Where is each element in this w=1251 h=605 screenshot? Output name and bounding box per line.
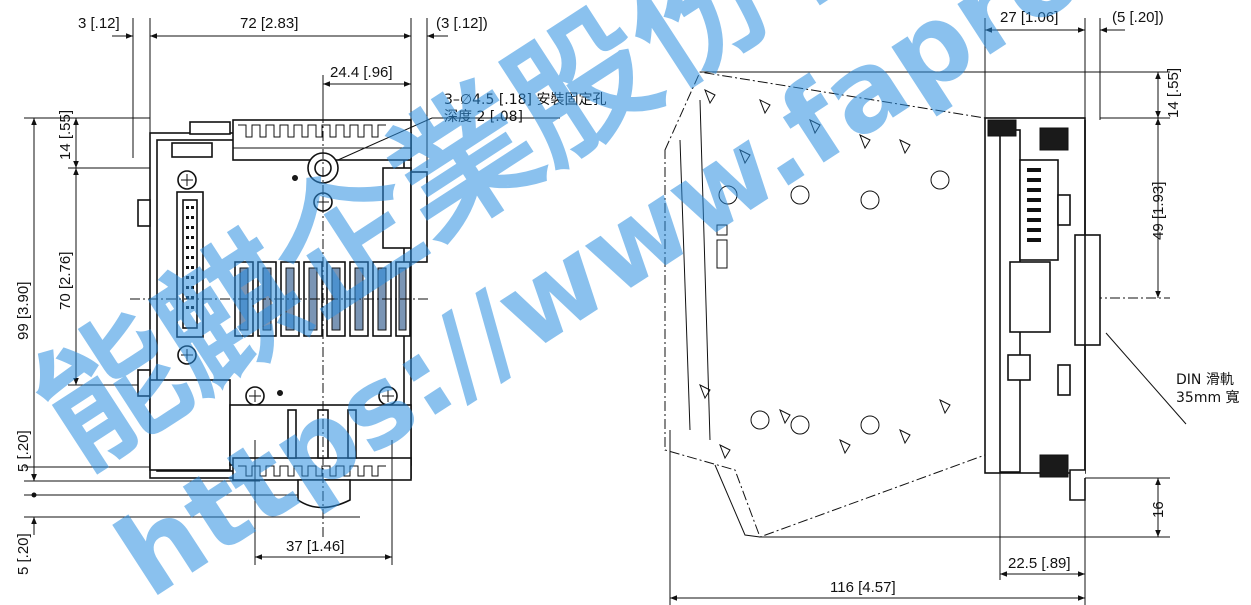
hole-note-line2: 深度 2 [.08] xyxy=(444,109,523,125)
dim-height-total: 99 [3.90] xyxy=(15,282,32,340)
vent-pattern xyxy=(699,88,951,460)
dim-right-margin: (3 [.12]) xyxy=(436,15,488,32)
dim-center-height: 49 [1.93] xyxy=(1150,182,1167,240)
dim-bottom-b: 5 [.20] xyxy=(15,533,32,575)
dim-side-top: 14 [.55] xyxy=(1165,68,1182,118)
dim-bottom-height: 16 xyxy=(1150,501,1167,518)
housing-outline xyxy=(664,71,986,538)
hole-note-line1: 3–∅4.5 [.18] 安裝固定孔 xyxy=(444,92,606,108)
dim-hole-offset: 24.4 [.96] xyxy=(330,64,393,81)
front-view: 3 [.12] 72 [2.83] (3 [.12]) 24.4 [.96] 3… xyxy=(15,15,606,575)
dim-rail-offset: 22.5 [.89] xyxy=(1008,555,1071,572)
dim-width-total: 72 [2.83] xyxy=(240,15,298,32)
dim-top-offset: 14 [.55] xyxy=(57,110,74,160)
dim-depth-total: 116 [4.57] xyxy=(830,579,896,596)
screw-icon xyxy=(177,170,398,406)
dim-left-margin: 3 [.12] xyxy=(78,15,120,32)
din-label-line1: DIN 滑軌 xyxy=(1176,371,1234,388)
dim-bottom-a: 5 [.20] xyxy=(15,430,32,472)
din-label-line2: 35mm 寬 xyxy=(1176,389,1240,406)
dim-rail-depth: 27 [1.06] xyxy=(1000,9,1058,26)
dim-rail-margin: (5 [.20]) xyxy=(1112,9,1164,26)
side-view: 27 [1.06] (5 [.20]) 14 [.55] 49 [1.93] 1… xyxy=(664,9,1240,605)
dim-hole-pitch: 70 [2.76] xyxy=(57,252,74,310)
dim-bottom-width: 37 [1.46] xyxy=(286,538,344,555)
